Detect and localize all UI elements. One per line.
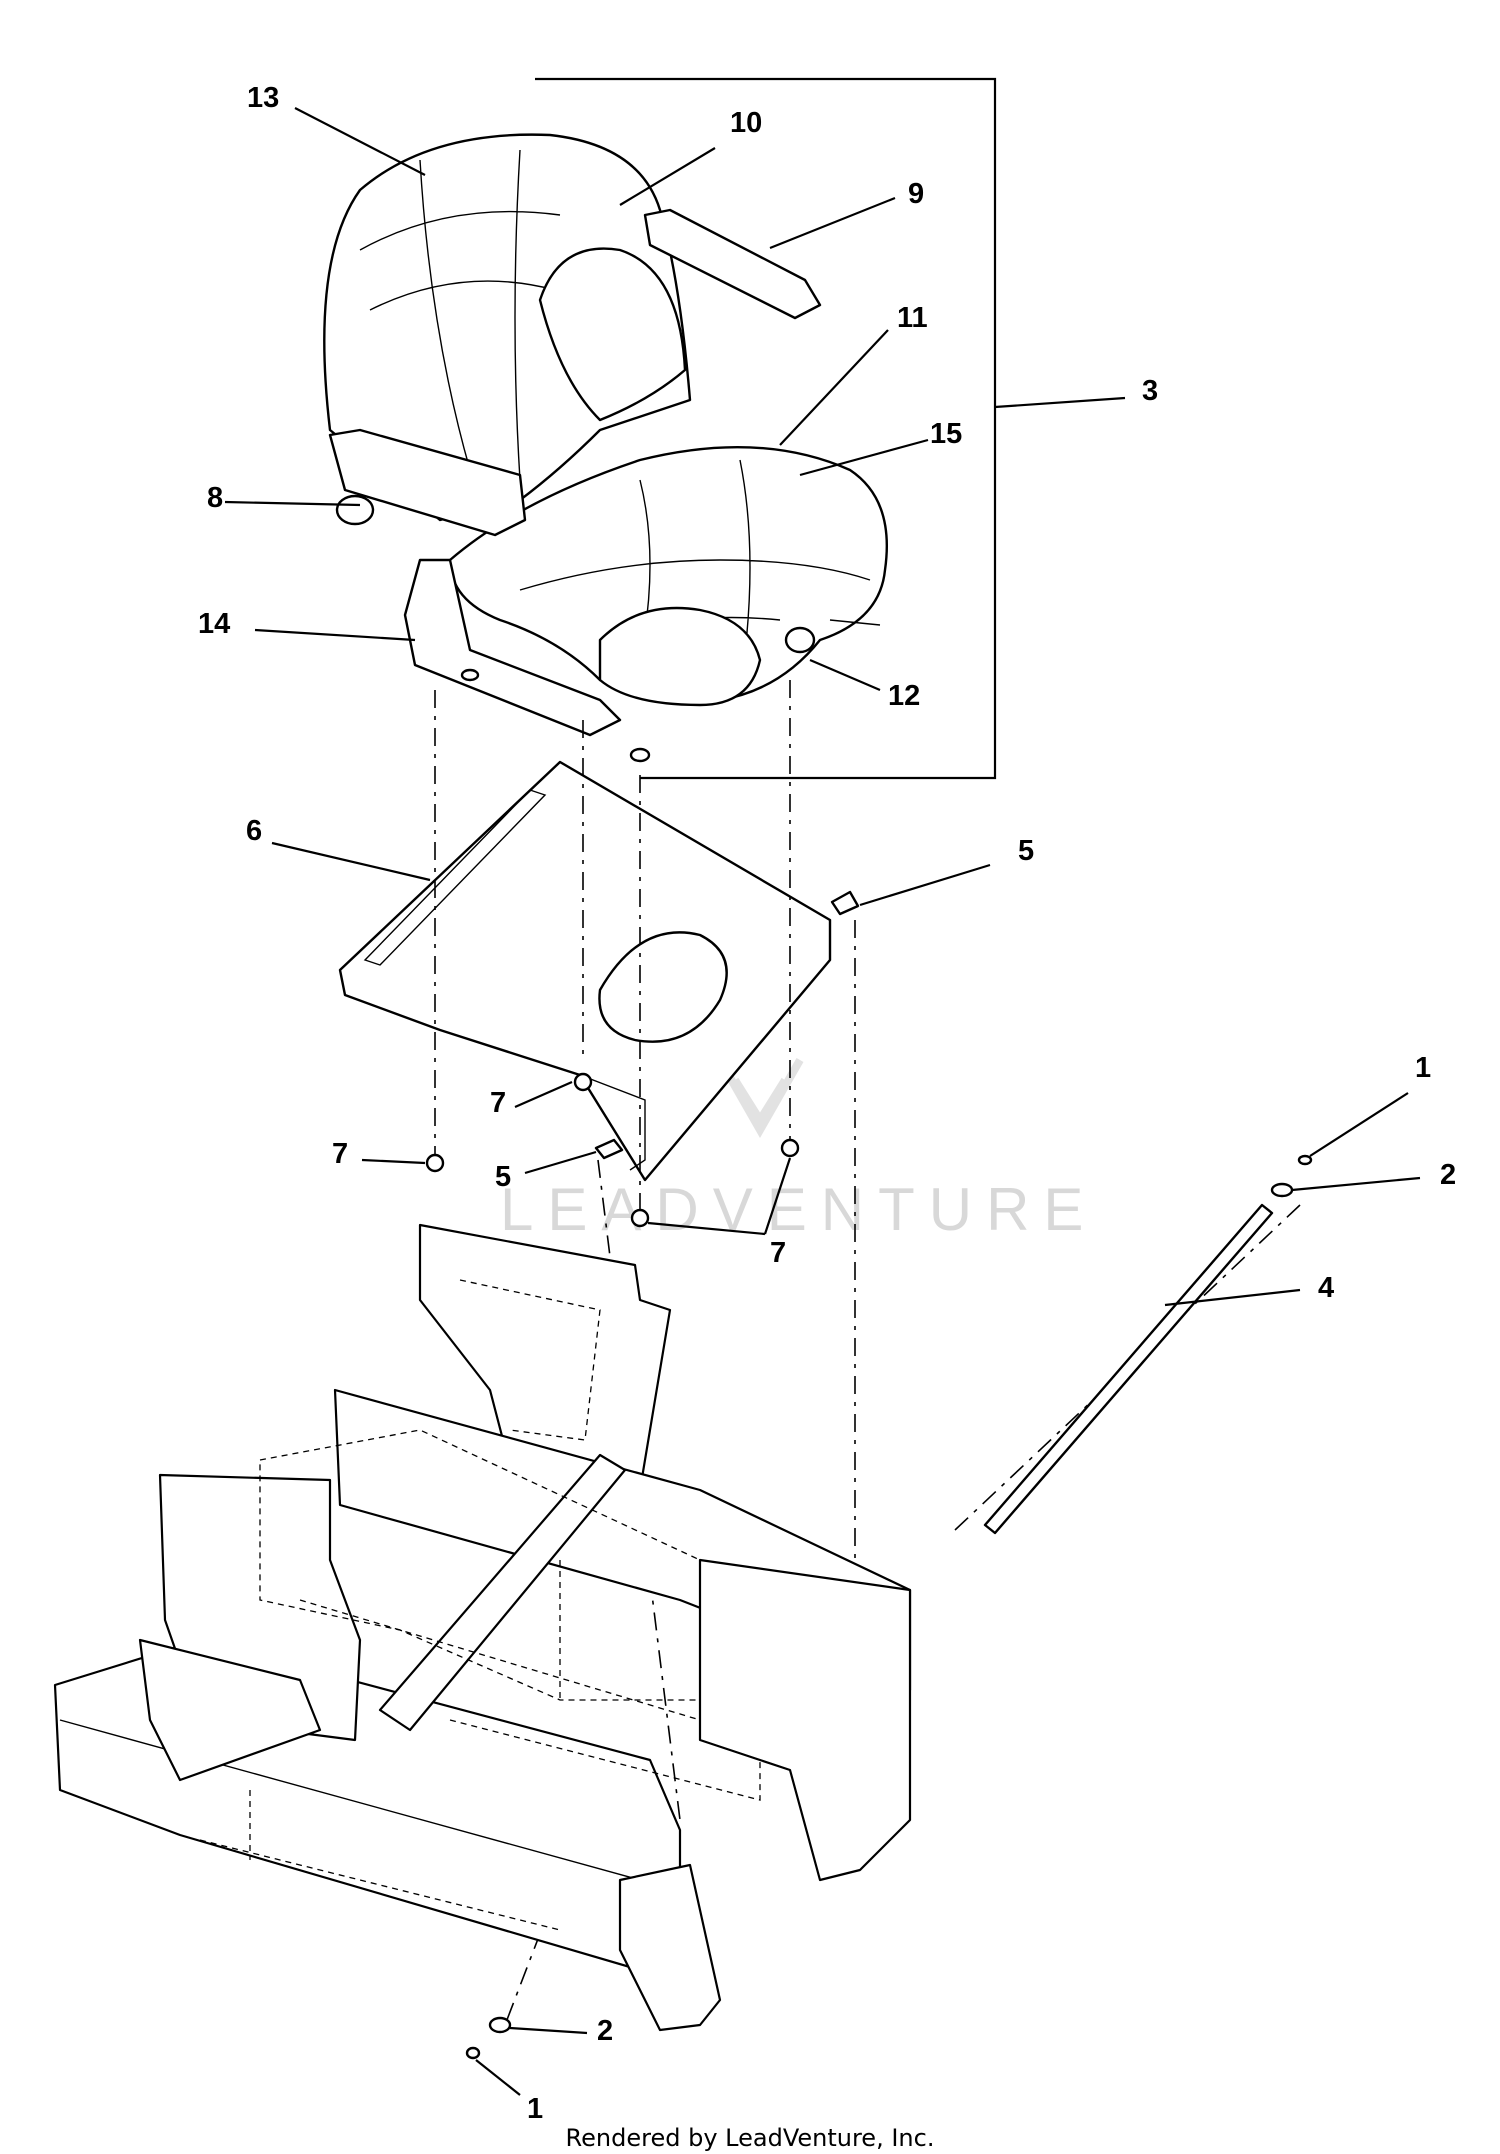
callout-7-c: 7 xyxy=(770,1237,786,1269)
callout-7-b: 7 xyxy=(332,1138,348,1170)
watermark: LEADVENTURE xyxy=(500,1058,1097,1243)
watermark-text: LEADVENTURE xyxy=(500,1176,1097,1243)
seat-plate xyxy=(338,760,832,1182)
adjuster-knob xyxy=(784,626,816,654)
bolt xyxy=(594,1138,624,1160)
plate-slot xyxy=(598,931,728,1043)
rod xyxy=(983,1203,1274,1535)
washer xyxy=(1270,1182,1294,1198)
nut xyxy=(630,1208,650,1228)
callout-6: 6 xyxy=(246,815,262,847)
callout-7-a: 7 xyxy=(490,1087,506,1119)
callout-13: 13 xyxy=(247,82,279,114)
callout-5-upper: 5 xyxy=(1018,835,1034,867)
seat-base xyxy=(403,558,622,737)
seat xyxy=(323,133,889,763)
clip xyxy=(1297,1154,1313,1166)
callout-3: 3 xyxy=(1142,375,1158,407)
callout-8: 8 xyxy=(207,482,223,514)
callout-1-lower: 1 xyxy=(527,2093,543,2125)
callout-11: 11 xyxy=(897,302,928,334)
armrest-knob xyxy=(335,494,375,526)
nut xyxy=(780,1138,800,1158)
callouts: 13 10 9 11 3 15 8 14 12 6 5 7 7 5 7 1 2 … xyxy=(198,82,1456,2125)
seat-back-bolster xyxy=(538,247,687,422)
washer xyxy=(488,2016,512,2034)
callout-1-upper: 1 xyxy=(1415,1052,1431,1084)
left-armrest xyxy=(328,428,527,537)
seat-back xyxy=(323,133,692,522)
leader-lines xyxy=(224,107,1421,2096)
hardware xyxy=(425,890,860,1228)
bolt xyxy=(830,890,860,916)
callout-10: 10 xyxy=(730,107,762,139)
callout-14: 14 xyxy=(198,608,230,640)
callout-2-upper: 2 xyxy=(1440,1159,1456,1191)
rod-assembly xyxy=(465,1154,1313,2060)
mower-frame xyxy=(53,1223,912,2032)
clip xyxy=(465,2046,481,2060)
seat-assembly-bracket xyxy=(535,77,1126,780)
callout-9: 9 xyxy=(908,178,924,210)
seat-cushion xyxy=(448,446,889,704)
callout-4: 4 xyxy=(1318,1272,1334,1304)
callout-2-lower: 2 xyxy=(597,2015,613,2047)
nut xyxy=(425,1153,445,1173)
footer-credit: Rendered by LeadVenture, Inc. xyxy=(566,2124,935,2152)
callout-12: 12 xyxy=(888,680,920,712)
callout-15: 15 xyxy=(930,418,962,450)
nut xyxy=(573,1072,593,1092)
callout-5-lower: 5 xyxy=(495,1161,511,1193)
watermark-logo xyxy=(716,1058,804,1139)
right-armrest xyxy=(643,208,822,320)
